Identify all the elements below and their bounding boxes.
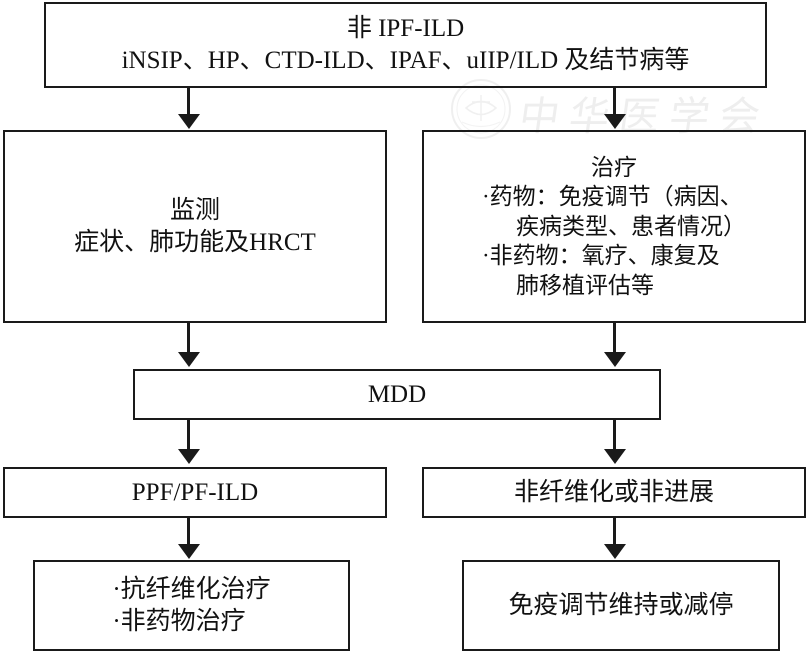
node-mdd-label: MDD: [367, 380, 427, 408]
connector-mdd-to-ppf: [187, 420, 190, 451]
node-antifibrotic-line2: ·非药物治疗: [112, 607, 246, 635]
node-non-ipf-ild-line2: iNSIP、HP、CTD-ILD、IPAF、uIIP/ILD 及结节病等: [121, 47, 690, 74]
node-non-ipf-ild-line1: 非 IPF-ILD: [346, 15, 465, 42]
connector-title-to-monitor: [187, 88, 190, 116]
arrowhead-mdd-to-ppf: [178, 449, 200, 464]
arrowhead-monitoring-to-mdd: [178, 352, 200, 367]
connector-nonfibrotic-to-outcome: [613, 518, 616, 546]
arrowhead-nonfibrotic-to-outcome: [604, 544, 626, 559]
node-non-ipf-ild: 非 IPF-ILD iNSIP、HP、CTD-ILD、IPAF、uIIP/ILD…: [44, 2, 767, 88]
node-monitoring-line2: 症状、肺功能及HRCT: [74, 228, 316, 256]
node-treatment-heading: 治疗: [591, 154, 637, 180]
node-antifibrotic-line1: ·抗纤维化治疗: [112, 575, 271, 603]
node-mdd: MDD: [133, 369, 661, 420]
node-treatment-bullet1-line1: ·药物：免疫调节（病因、: [482, 184, 743, 210]
connector-title-to-treatment: [613, 88, 616, 116]
arrowhead-title-to-treatment: [604, 114, 626, 129]
node-ppf-pf-ild-label: PPF/PF-ILD: [131, 478, 259, 506]
node-treatment-bullet2-line1: ·非药物：氧疗、康复及: [482, 243, 720, 269]
node-treatment-bullet2-line2: 肺移植评估等: [516, 272, 654, 298]
node-treatment: 治疗 ·药物：免疫调节（病因、 疾病类型、患者情况） ·非药物：氧疗、康复及 肺…: [422, 130, 806, 323]
arrowhead-mdd-to-nonfibrotic: [604, 449, 626, 464]
connector-treatment-to-mdd: [613, 323, 616, 354]
connector-monitoring-to-mdd: [187, 323, 190, 354]
node-immunomodulation-maintain: 免疫调节维持或减停: [462, 560, 780, 651]
node-non-fibrotic-label: 非纤维化或非进展: [513, 478, 714, 506]
node-immunomodulation-label: 免疫调节维持或减停: [508, 591, 734, 619]
node-monitoring: 监测 症状、肺功能及HRCT: [3, 130, 387, 323]
arrowhead-ppf-to-outcome: [178, 544, 200, 559]
node-non-fibrotic: 非纤维化或非进展: [422, 467, 806, 518]
connector-ppf-to-outcome: [187, 518, 190, 546]
node-monitoring-line1: 监测: [169, 196, 220, 224]
node-antifibrotic-treatment: ·抗纤维化治疗 ·非药物治疗: [33, 560, 350, 651]
node-ppf-pf-ild: PPF/PF-ILD: [3, 467, 387, 518]
connector-mdd-to-nonfibrotic: [613, 420, 616, 451]
arrowhead-title-to-monitor: [178, 114, 200, 129]
arrowhead-treatment-to-mdd: [604, 352, 626, 367]
node-treatment-bullet1-line2: 疾病类型、患者情况）: [516, 213, 746, 239]
